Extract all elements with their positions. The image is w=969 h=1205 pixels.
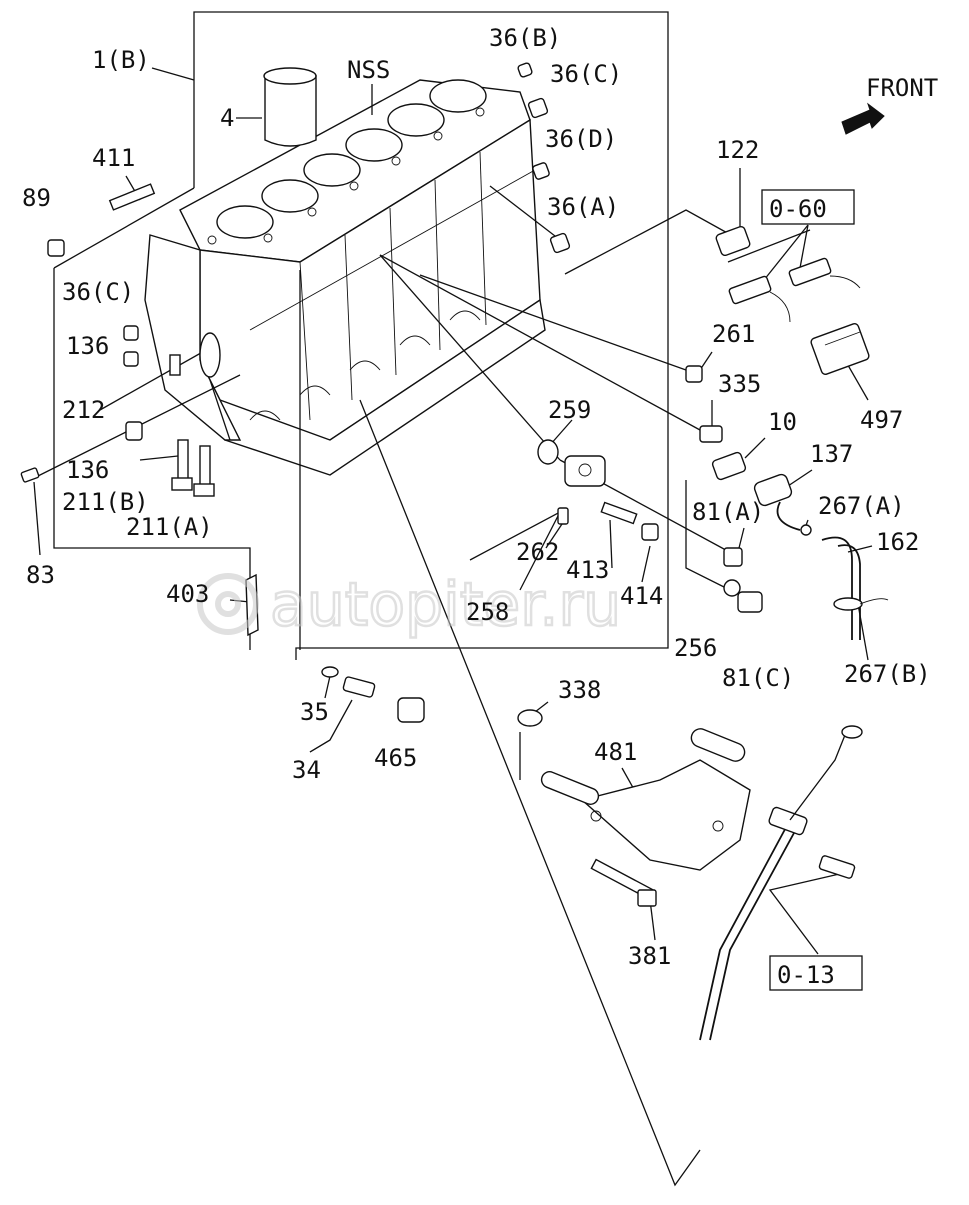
label-136-a[interactable]: 136	[66, 332, 109, 360]
watermark-text: autopiter.ru	[270, 570, 621, 640]
bolts-211	[171, 439, 215, 497]
cylinder-liner	[263, 67, 317, 147]
plug-89	[47, 239, 65, 257]
bolt-381	[590, 858, 657, 907]
plug-465	[397, 697, 425, 723]
label-81c[interactable]: 81(C)	[722, 664, 794, 692]
label-89[interactable]: 89	[22, 184, 51, 212]
plug-338	[517, 709, 543, 727]
label-381[interactable]: 381	[628, 942, 671, 970]
label-465[interactable]: 465	[374, 744, 417, 772]
label-212[interactable]: 212	[62, 396, 105, 424]
label-36d[interactable]: 36(D)	[545, 125, 617, 153]
label-4[interactable]: 4	[220, 104, 234, 132]
hose-162	[821, 536, 889, 640]
seal-212	[169, 332, 221, 378]
front-indicator: FRONT	[841, 74, 938, 135]
label-36c-top[interactable]: 36(C)	[550, 60, 622, 88]
label-413[interactable]: 413	[566, 556, 609, 584]
label-403[interactable]: 403	[166, 580, 209, 608]
dipstick-0-13	[699, 725, 863, 1041]
reference-label-0-60: 0-60	[769, 195, 827, 223]
plug-122	[715, 225, 751, 257]
label-36a[interactable]: 36(A)	[547, 193, 619, 221]
label-36b[interactable]: 36(B)	[489, 24, 561, 52]
label-258[interactable]: 258	[466, 598, 509, 626]
label-261[interactable]: 261	[712, 320, 755, 348]
reference-box-0-13[interactable]: 0-13	[769, 955, 863, 991]
label-338[interactable]: 338	[558, 676, 601, 704]
label-259[interactable]: 259	[548, 396, 591, 424]
label-267a[interactable]: 267(A)	[818, 492, 905, 520]
valve-259-258	[537, 439, 659, 541]
label-83[interactable]: 83	[26, 561, 55, 589]
label-34[interactable]: 34	[292, 756, 321, 784]
label-335[interactable]: 335	[718, 370, 761, 398]
label-414[interactable]: 414	[620, 582, 663, 610]
label-10[interactable]: 10	[768, 408, 797, 436]
front-arrow-icon	[841, 102, 885, 135]
leader-lines	[29, 67, 873, 1187]
label-36c-left[interactable]: 36(C)	[62, 278, 134, 306]
label-81a[interactable]: 81(A)	[692, 498, 764, 526]
sensor-0-60	[728, 257, 861, 323]
reference-label-0-13: 0-13	[777, 961, 835, 989]
connector-497	[810, 323, 870, 375]
part-labels: 1(B) NSS 4 411 89 36(B) 36(C) 36(D) 36(A…	[22, 24, 931, 970]
small-parts-right	[685, 365, 812, 613]
label-136-b[interactable]: 136	[66, 456, 109, 484]
label-267b[interactable]: 267(B)	[844, 660, 931, 688]
label-262[interactable]: 262	[516, 538, 559, 566]
bolt-35-34	[321, 666, 376, 698]
label-481[interactable]: 481	[594, 738, 637, 766]
bracket-481	[540, 728, 751, 871]
reference-box-0-60[interactable]: 0-60	[761, 189, 855, 225]
at-sign-icon	[197, 573, 259, 635]
label-122[interactable]: 122	[716, 136, 759, 164]
cylinder-block	[144, 79, 546, 476]
pin-83	[20, 467, 40, 483]
at-sign-inner	[215, 591, 241, 617]
label-497[interactable]: 497	[860, 406, 903, 434]
label-211b[interactable]: 211(B)	[62, 488, 149, 516]
front-label: FRONT	[866, 74, 938, 102]
label-411[interactable]: 411	[92, 144, 135, 172]
label-1b[interactable]: 1(B)	[92, 46, 150, 74]
stud-411	[108, 183, 156, 211]
label-137[interactable]: 137	[810, 440, 853, 468]
plugs-136	[123, 351, 143, 441]
watermark: autopiter.ru	[197, 569, 622, 641]
plugs-36	[123, 62, 571, 341]
label-35[interactable]: 35	[300, 698, 329, 726]
label-162[interactable]: 162	[876, 528, 919, 556]
label-211a[interactable]: 211(A)	[126, 513, 213, 541]
label-256[interactable]: 256	[674, 634, 717, 662]
label-nss[interactable]: NSS	[347, 56, 390, 84]
